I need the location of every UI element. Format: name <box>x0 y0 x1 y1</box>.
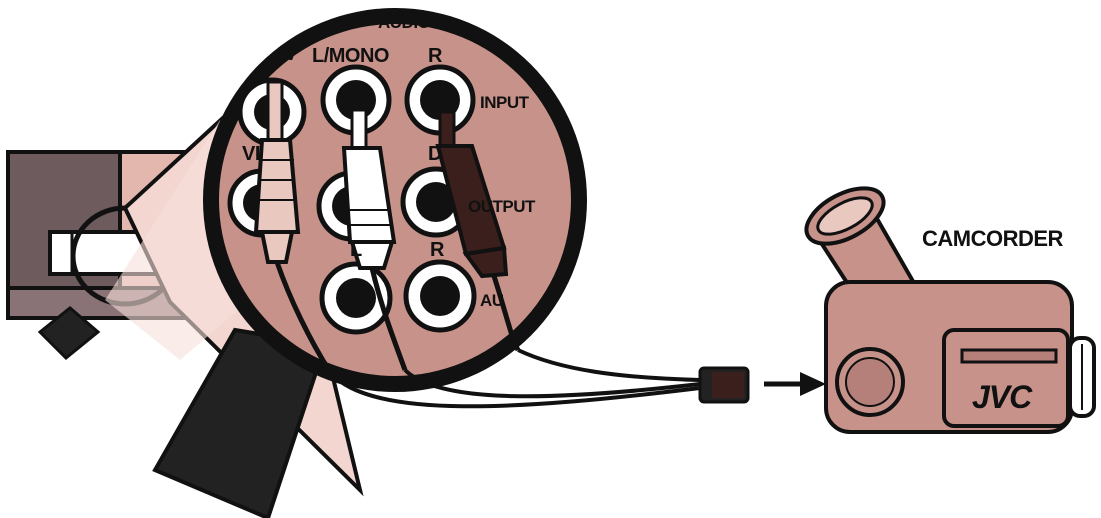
jack-input-audio-r <box>404 64 476 136</box>
label-audio-bottom: AU <box>480 291 504 310</box>
label-l-bottom: L <box>350 239 362 261</box>
label-video-partial: V <box>284 43 298 65</box>
label-input: INPUT <box>480 93 530 112</box>
label-r-top: R <box>428 45 443 67</box>
cable-audio-red <box>491 275 521 352</box>
label-l-mono: L/MONO <box>312 45 389 67</box>
multi-connector <box>698 366 750 404</box>
camcorder-lens-inner <box>845 357 895 407</box>
label-output: OUTPUT <box>468 197 536 216</box>
jack-input-audio-l <box>320 64 392 136</box>
label-r-bottom: R <box>430 239 445 261</box>
camcorder-viewfinder-lens <box>816 196 874 236</box>
cable-bundle <box>328 348 701 409</box>
jack-panel-face <box>219 24 571 376</box>
plug-audio-red <box>435 110 509 279</box>
plug-video <box>253 80 301 264</box>
brand-logo-jvc: JVC <box>972 379 1033 415</box>
cable-audio-white <box>369 267 408 371</box>
plug-audio-white <box>341 108 397 270</box>
camcorder <box>804 186 1096 434</box>
label-audio-top: AUDIO <box>378 13 431 32</box>
vcr-foot <box>37 306 101 361</box>
jack-audio-out-r <box>403 259 477 333</box>
label-video-mid: VI <box>242 143 260 165</box>
arrow-to-camcorder <box>764 372 826 396</box>
cable-video <box>274 261 333 374</box>
camcorder-stripe <box>960 348 1058 364</box>
label-d-mid: D <box>428 143 442 165</box>
label-camcorder: CAMCORDER <box>922 226 1064 251</box>
jack-panel-magnified <box>203 8 587 392</box>
